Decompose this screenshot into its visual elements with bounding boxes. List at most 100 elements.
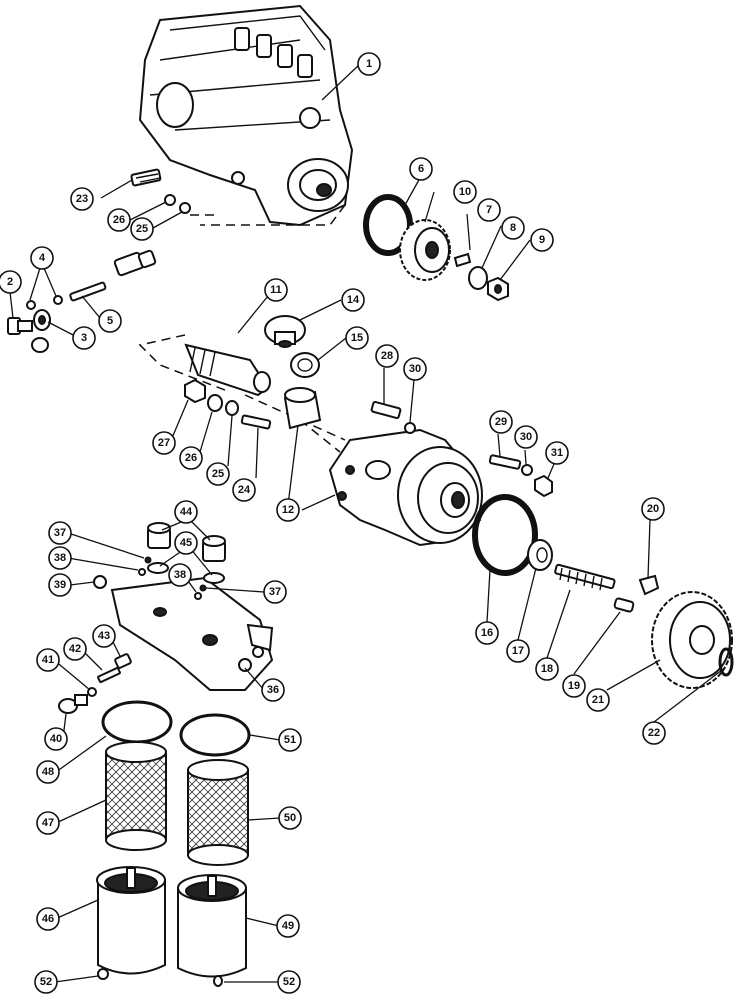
nut-9 — [487, 276, 509, 302]
callout-37a: 37 — [48, 521, 72, 545]
callout-39: 39 — [48, 573, 72, 597]
svg-text:12: 12 — [282, 504, 294, 516]
washer-25-lower — [225, 400, 239, 416]
snap-ring-22 — [718, 647, 734, 677]
callout-21: 21 — [586, 688, 610, 712]
callout-26a: 26 — [107, 208, 131, 232]
washer-30-lower — [521, 464, 533, 476]
screw-37a — [144, 556, 152, 564]
svg-text:1: 1 — [366, 58, 372, 70]
callout-19: 19 — [562, 674, 586, 698]
svg-text:19: 19 — [568, 680, 580, 692]
callout-7: 7 — [477, 198, 501, 222]
washer-4a — [26, 300, 36, 310]
svg-text:47: 47 — [42, 817, 54, 829]
valve-5 — [69, 249, 157, 302]
bushing-12 — [283, 387, 322, 430]
drain-plug-52a — [97, 968, 109, 980]
svg-text:3: 3 — [81, 332, 87, 344]
callout-47: 47 — [36, 811, 60, 835]
svg-text:25: 25 — [136, 223, 148, 235]
stud-24 — [240, 414, 272, 430]
callout-48: 48 — [36, 760, 60, 784]
nut-27 — [184, 378, 206, 404]
svg-text:51: 51 — [284, 734, 296, 746]
svg-text:48: 48 — [42, 766, 54, 778]
svg-text:44: 44 — [180, 506, 193, 518]
svg-text:24: 24 — [238, 484, 251, 496]
plug-44a — [147, 522, 171, 549]
plug-44b — [202, 535, 226, 562]
callout-40: 40 — [44, 727, 68, 751]
callout-6: 6 — [409, 157, 433, 181]
svg-text:7: 7 — [486, 204, 492, 216]
screw-37b — [199, 584, 207, 592]
callout-49: 49 — [276, 914, 300, 938]
callout-46: 46 — [36, 907, 60, 931]
capscrew-23 — [130, 168, 162, 187]
washer-15 — [290, 352, 320, 378]
svg-text:37: 37 — [54, 527, 66, 539]
svg-text:20: 20 — [647, 503, 659, 515]
callout-8: 8 — [501, 216, 525, 240]
svg-text:9: 9 — [539, 234, 545, 246]
seal-ring-48 — [101, 700, 173, 744]
callout-38b: 38 — [168, 563, 192, 587]
svg-text:11: 11 — [270, 284, 282, 296]
callout-17: 17 — [506, 639, 530, 663]
svg-text:10: 10 — [459, 186, 471, 198]
callout-26b: 26 — [179, 446, 203, 470]
key-7 — [453, 252, 472, 268]
callout-52a: 52 — [34, 970, 58, 994]
callout-9: 9 — [530, 228, 554, 252]
washer-8 — [468, 266, 488, 290]
callout-5: 5 — [98, 309, 122, 333]
svg-text:46: 46 — [42, 913, 54, 925]
washer-38a — [138, 568, 146, 576]
svg-text:17: 17 — [512, 645, 524, 657]
callout-31: 31 — [545, 441, 569, 465]
svg-text:22: 22 — [648, 727, 660, 739]
callout-38a: 38 — [48, 546, 72, 570]
callout-30a: 30 — [403, 357, 427, 381]
svg-text:36: 36 — [267, 684, 279, 696]
seal-45a — [147, 562, 169, 574]
callout-42: 42 — [63, 637, 87, 661]
svg-text:38: 38 — [174, 569, 186, 581]
shaft-11 — [184, 343, 271, 397]
callout-20: 20 — [641, 497, 665, 521]
capscrew-28 — [370, 400, 402, 420]
plug-40 — [58, 694, 88, 714]
filter-bowl-49 — [177, 874, 247, 978]
svg-text:49: 49 — [282, 920, 294, 932]
svg-text:26: 26 — [185, 452, 197, 464]
svg-text:39: 39 — [54, 579, 66, 591]
stud-29 — [488, 454, 522, 470]
filter-bowl-46 — [96, 866, 166, 975]
callout-3: 3 — [72, 326, 96, 350]
plug-39 — [93, 575, 107, 589]
callout-41: 41 — [36, 648, 60, 672]
svg-text:38: 38 — [54, 552, 66, 564]
callout-50: 50 — [278, 806, 302, 830]
svg-text:29: 29 — [495, 416, 507, 428]
svg-text:26: 26 — [113, 214, 125, 226]
svg-text:31: 31 — [551, 447, 563, 459]
filter-element-50 — [187, 759, 249, 866]
svg-text:42: 42 — [69, 643, 81, 655]
svg-text:6: 6 — [418, 163, 424, 175]
callout-29: 29 — [489, 410, 513, 434]
callout-22: 22 — [642, 721, 666, 745]
washer-17 — [527, 539, 553, 571]
key-20 — [638, 574, 660, 596]
nut-31 — [534, 474, 553, 498]
svg-text:25: 25 — [212, 468, 224, 480]
callout-16: 16 — [475, 621, 499, 645]
washer-17-inner — [536, 547, 548, 563]
washer-30-upper — [404, 422, 416, 434]
seal-45b — [203, 572, 225, 584]
banjo-fitting-3 — [31, 309, 51, 353]
washer-38b — [194, 592, 202, 600]
svg-text:18: 18 — [541, 663, 553, 675]
